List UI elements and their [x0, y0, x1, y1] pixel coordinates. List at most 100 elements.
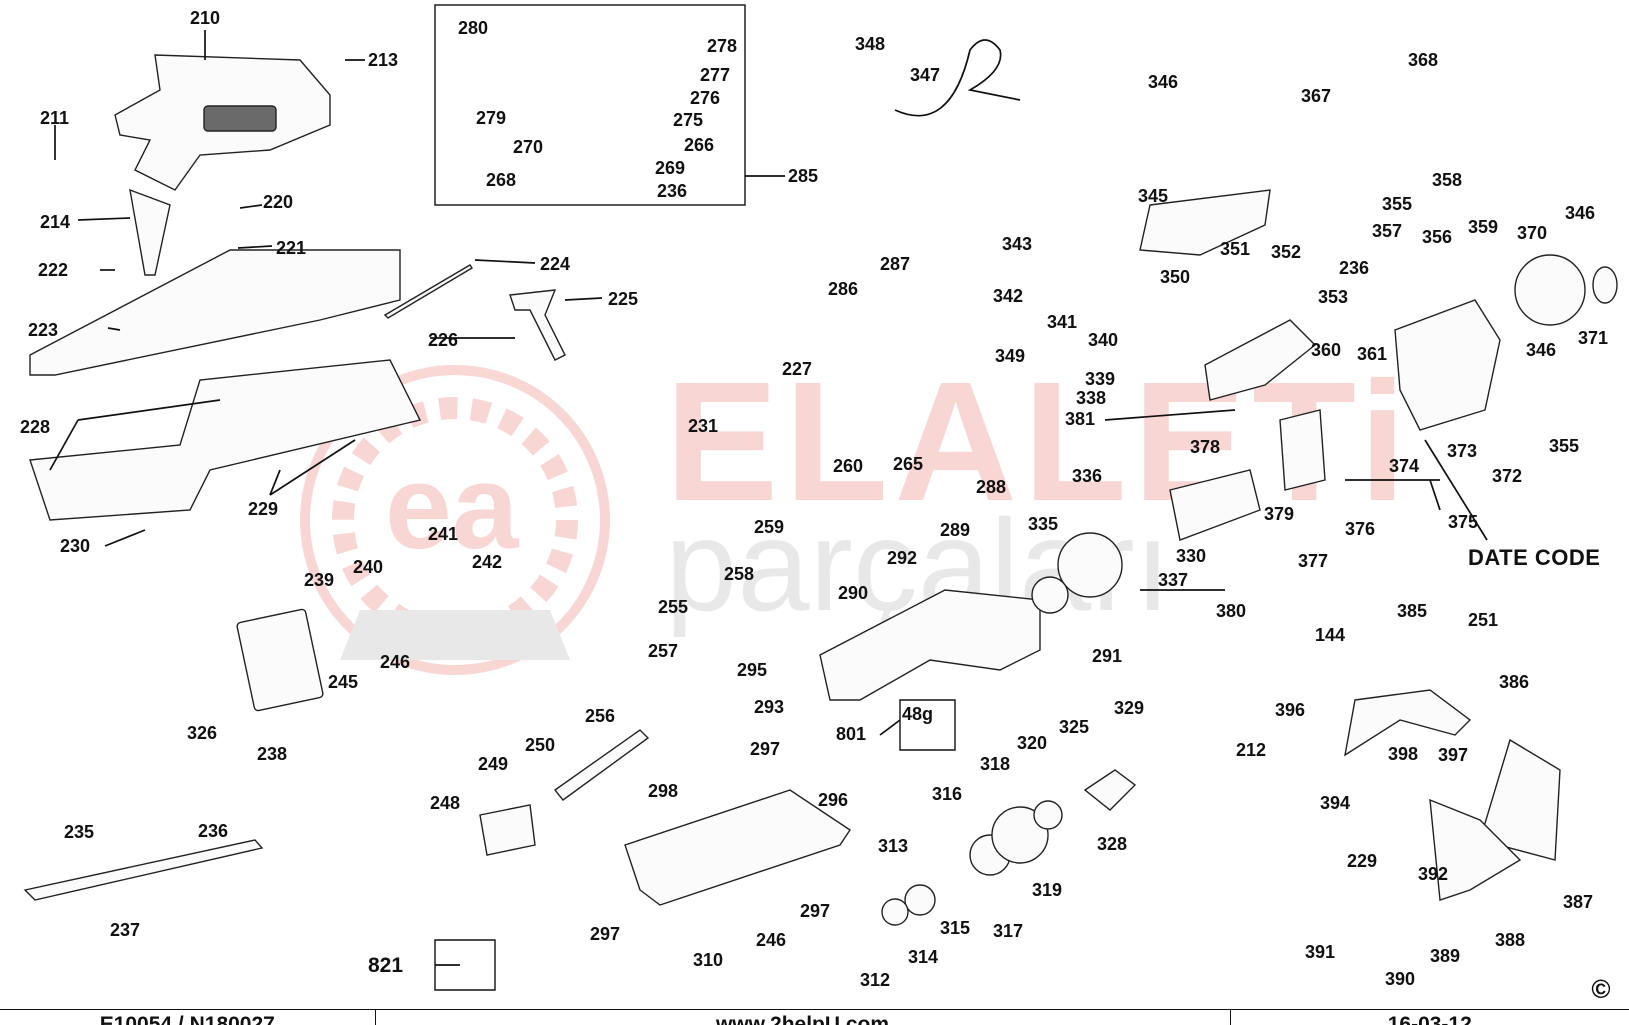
label-210: 210: [190, 8, 220, 28]
label-242: 242: [472, 552, 502, 572]
bearing-319: [1034, 801, 1062, 829]
label-328: 328: [1097, 834, 1127, 854]
label-391: 391: [1305, 942, 1335, 962]
label-342: 342: [993, 286, 1023, 306]
label-246b: 246: [756, 930, 786, 950]
label-387: 387: [1563, 892, 1593, 912]
label-223: 223: [28, 320, 58, 340]
label-228: 228: [20, 417, 50, 437]
label-240: 240: [353, 557, 383, 577]
label-291: 291: [1092, 646, 1122, 666]
label-377: 377: [1298, 551, 1328, 571]
label-259: 259: [754, 517, 784, 537]
block-238: [236, 609, 323, 712]
label-335: 335: [1028, 514, 1058, 534]
label-801-callout: 48g: [902, 704, 933, 724]
label-227: 227: [782, 359, 812, 379]
label-213: 213: [368, 50, 398, 70]
label-339: 339: [1085, 369, 1115, 389]
label-230: 230: [60, 536, 90, 556]
label-258: 258: [724, 564, 754, 584]
washer-313: [882, 899, 908, 925]
bracket-214: [130, 190, 170, 275]
housing-373: [1395, 300, 1500, 430]
label-392: 392: [1418, 864, 1448, 884]
label-297c: 297: [800, 901, 830, 921]
label-315: 315: [940, 918, 970, 938]
bar-237: [25, 840, 262, 900]
stator-377: [1280, 410, 1325, 490]
footer-website[interactable]: www.2helpU.com: [376, 1014, 1230, 1025]
label-290: 290: [838, 583, 868, 603]
label-346b: 346: [1565, 203, 1595, 223]
label-266: 266: [684, 135, 714, 155]
label-285: 285: [788, 166, 818, 186]
label-326: 326: [187, 723, 217, 743]
footer-date-cell: 16-03-12: [1231, 1010, 1629, 1025]
label-346a: 346: [1148, 72, 1178, 92]
base-298: [625, 790, 850, 905]
label-241: 241: [428, 524, 458, 544]
label-353: 353: [1318, 287, 1348, 307]
label-388: 388: [1495, 930, 1525, 950]
table-223: [30, 250, 400, 375]
label-257: 257: [648, 641, 678, 661]
label-310: 310: [693, 950, 723, 970]
spring-249: [480, 805, 535, 855]
cap-371: [1593, 267, 1617, 303]
label-359: 359: [1468, 217, 1498, 237]
label-296: 296: [818, 790, 848, 810]
label-317: 317: [993, 921, 1023, 941]
label-286: 286: [828, 279, 858, 299]
label-278: 278: [707, 36, 737, 56]
label-318: 318: [980, 754, 1010, 774]
label-220: 220: [263, 192, 293, 212]
label-280: 280: [458, 18, 488, 38]
label-379: 379: [1264, 504, 1294, 524]
label-337: 337: [1158, 570, 1188, 590]
label-265: 265: [893, 454, 923, 474]
label-340: 340: [1088, 330, 1118, 350]
handle-225: [510, 290, 565, 360]
label-394: 394: [1320, 793, 1350, 813]
fan-370: [1515, 255, 1585, 325]
label-297b: 297: [590, 924, 620, 944]
label-375: 375: [1448, 512, 1478, 532]
badge-dewalt: [204, 106, 276, 131]
label-249: 249: [478, 754, 508, 774]
footer-bar: E10054 / N180027 www.2helpU.com 16-03-12: [0, 1009, 1629, 1025]
label-269: 269: [655, 158, 685, 178]
label-276: 276: [690, 88, 720, 108]
label-225: 225: [608, 289, 638, 309]
label-236c: 236: [198, 821, 228, 841]
label-245: 245: [328, 672, 358, 692]
label-229b: 229: [1347, 851, 1377, 871]
label-398: 398: [1388, 744, 1418, 764]
label-239: 239: [304, 570, 334, 590]
label-360: 360: [1311, 340, 1341, 360]
label-229: 229: [248, 499, 278, 519]
label-211: 211: [40, 108, 69, 128]
label-312: 312: [860, 970, 890, 990]
label-251: 251: [1468, 610, 1498, 630]
label-238: 238: [257, 744, 287, 764]
label-320: 320: [1017, 733, 1047, 753]
label-325: 325: [1059, 717, 1089, 737]
label-386: 386: [1499, 672, 1529, 692]
label-329: 329: [1114, 698, 1144, 718]
ring-335: [1032, 577, 1068, 613]
label-358: 358: [1432, 170, 1462, 190]
label-297a: 297: [750, 739, 780, 759]
label-255: 255: [658, 597, 688, 617]
label-226: 226: [428, 330, 458, 350]
label-292: 292: [887, 548, 917, 568]
label-260: 260: [833, 456, 863, 476]
label-397: 397: [1438, 745, 1468, 765]
label-338: 338: [1076, 388, 1106, 408]
label-361: 361: [1357, 344, 1387, 364]
label-221: 221: [276, 238, 306, 258]
label-368: 368: [1408, 50, 1438, 70]
label-268: 268: [486, 170, 516, 190]
label-298: 298: [648, 781, 678, 801]
